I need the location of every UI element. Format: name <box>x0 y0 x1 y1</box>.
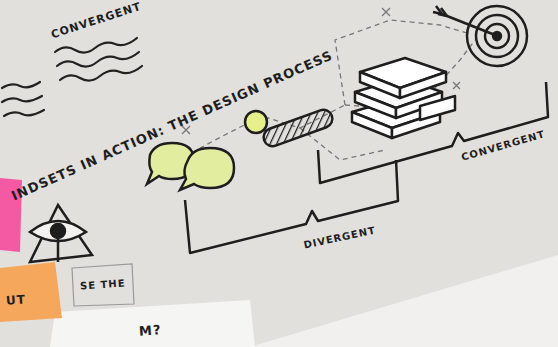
white-sheet <box>50 300 255 347</box>
wavy-lines <box>2 38 142 116</box>
ball <box>245 111 267 133</box>
target <box>433 6 527 66</box>
sketch-box <box>72 264 134 306</box>
sketch-label: UT <box>6 293 27 306</box>
hatched-pill <box>261 107 335 149</box>
stacked-blocks <box>352 58 455 138</box>
orange-sticky-note <box>0 262 62 322</box>
bracket <box>185 82 548 253</box>
eye-icon <box>30 205 92 262</box>
white-sheet <box>250 255 558 347</box>
speech-bubbles <box>147 143 234 190</box>
sketch-label: M? <box>138 323 161 338</box>
